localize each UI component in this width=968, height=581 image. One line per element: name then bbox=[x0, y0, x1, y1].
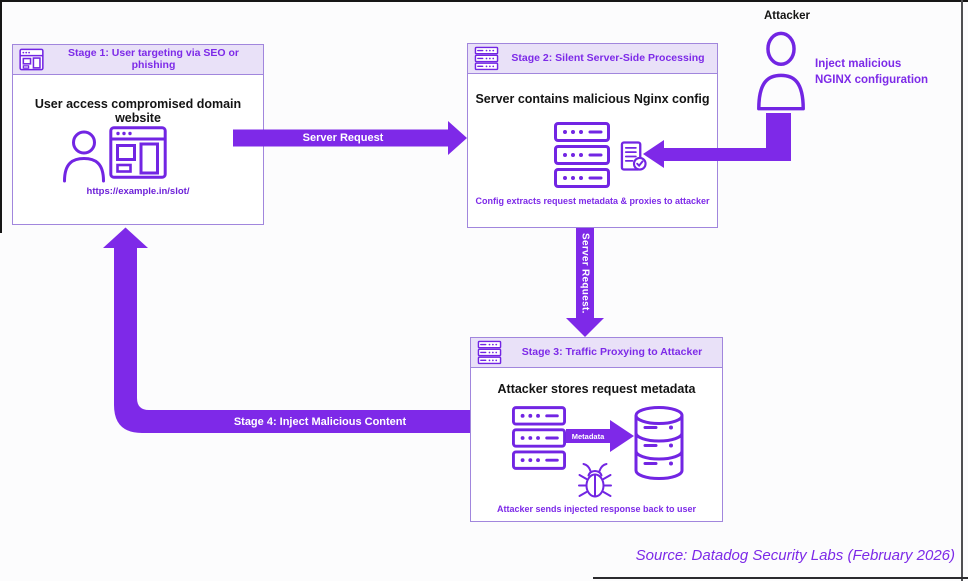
server-stack-icon bbox=[474, 46, 499, 71]
browser-window-icon bbox=[109, 126, 167, 179]
database-icon bbox=[634, 406, 684, 480]
arrow-stage4-return bbox=[103, 227, 470, 433]
server-request-arrow-label: Server Request bbox=[302, 132, 384, 144]
metadata-arrow bbox=[566, 420, 634, 452]
person-icon bbox=[63, 130, 105, 183]
stage2-header: Stage 2: Silent Server-Side Processing bbox=[468, 44, 717, 74]
metadata-arrow-label: Metadata bbox=[571, 431, 605, 441]
stage1-header: Stage 1: User targeting via SEO or phish… bbox=[13, 45, 263, 75]
server-stack-icon bbox=[512, 406, 566, 470]
frame-right-line bbox=[961, 0, 963, 581]
person-icon bbox=[757, 31, 805, 111]
stage2-heading: Server contains malicious Nginx config bbox=[475, 92, 710, 106]
stage1-title: Stage 1: User targeting via SEO or phish… bbox=[68, 46, 239, 71]
browser-window-icon bbox=[19, 48, 44, 71]
stage1-url: https://example.in/slot/ bbox=[86, 186, 190, 197]
stage4-arrow-label: Stage 4: Inject Malicious Content bbox=[233, 415, 407, 428]
stage2-caption: Config extracts request metadata & proxi… bbox=[475, 196, 710, 206]
attacker-note: Inject malicious NGINX configuration bbox=[815, 56, 928, 88]
source-attribution: Source: Datadog Security Labs (February … bbox=[635, 547, 955, 564]
stage3-box: Stage 3: Traffic Proxying to Attacker At… bbox=[470, 337, 723, 522]
attacker-note-line2: NGINX configuration bbox=[815, 74, 929, 86]
stage3-title: Stage 3: Traffic Proxying to Attacker bbox=[521, 345, 703, 358]
bug-icon bbox=[578, 463, 612, 498]
stage3-heading: Attacker stores request metadata bbox=[497, 382, 696, 396]
stage2-title: Stage 2: Silent Server-Side Processing bbox=[511, 51, 705, 64]
frame-left-line bbox=[0, 0, 2, 233]
stage1-box: Stage 1: User targeting via SEO or phish… bbox=[12, 44, 264, 225]
stage2-box: Stage 2: Silent Server-Side Processing S… bbox=[467, 43, 718, 228]
frame-bottom-line bbox=[593, 577, 968, 579]
document-check-icon bbox=[620, 141, 647, 171]
server-request-vertical-arrow-label: Server Request. bbox=[579, 232, 591, 314]
frame-top-line bbox=[0, 0, 968, 2]
attacker-note-line1: Inject malicious bbox=[815, 58, 902, 70]
attacker-label: Attacker bbox=[763, 10, 811, 22]
server-stack-icon bbox=[477, 340, 502, 365]
stage1-heading: User access compromised domain website bbox=[34, 97, 242, 125]
server-stack-icon bbox=[554, 122, 610, 188]
stage3-caption: Attacker sends injected response back to… bbox=[496, 504, 697, 514]
stage3-header: Stage 3: Traffic Proxying to Attacker bbox=[471, 338, 722, 368]
